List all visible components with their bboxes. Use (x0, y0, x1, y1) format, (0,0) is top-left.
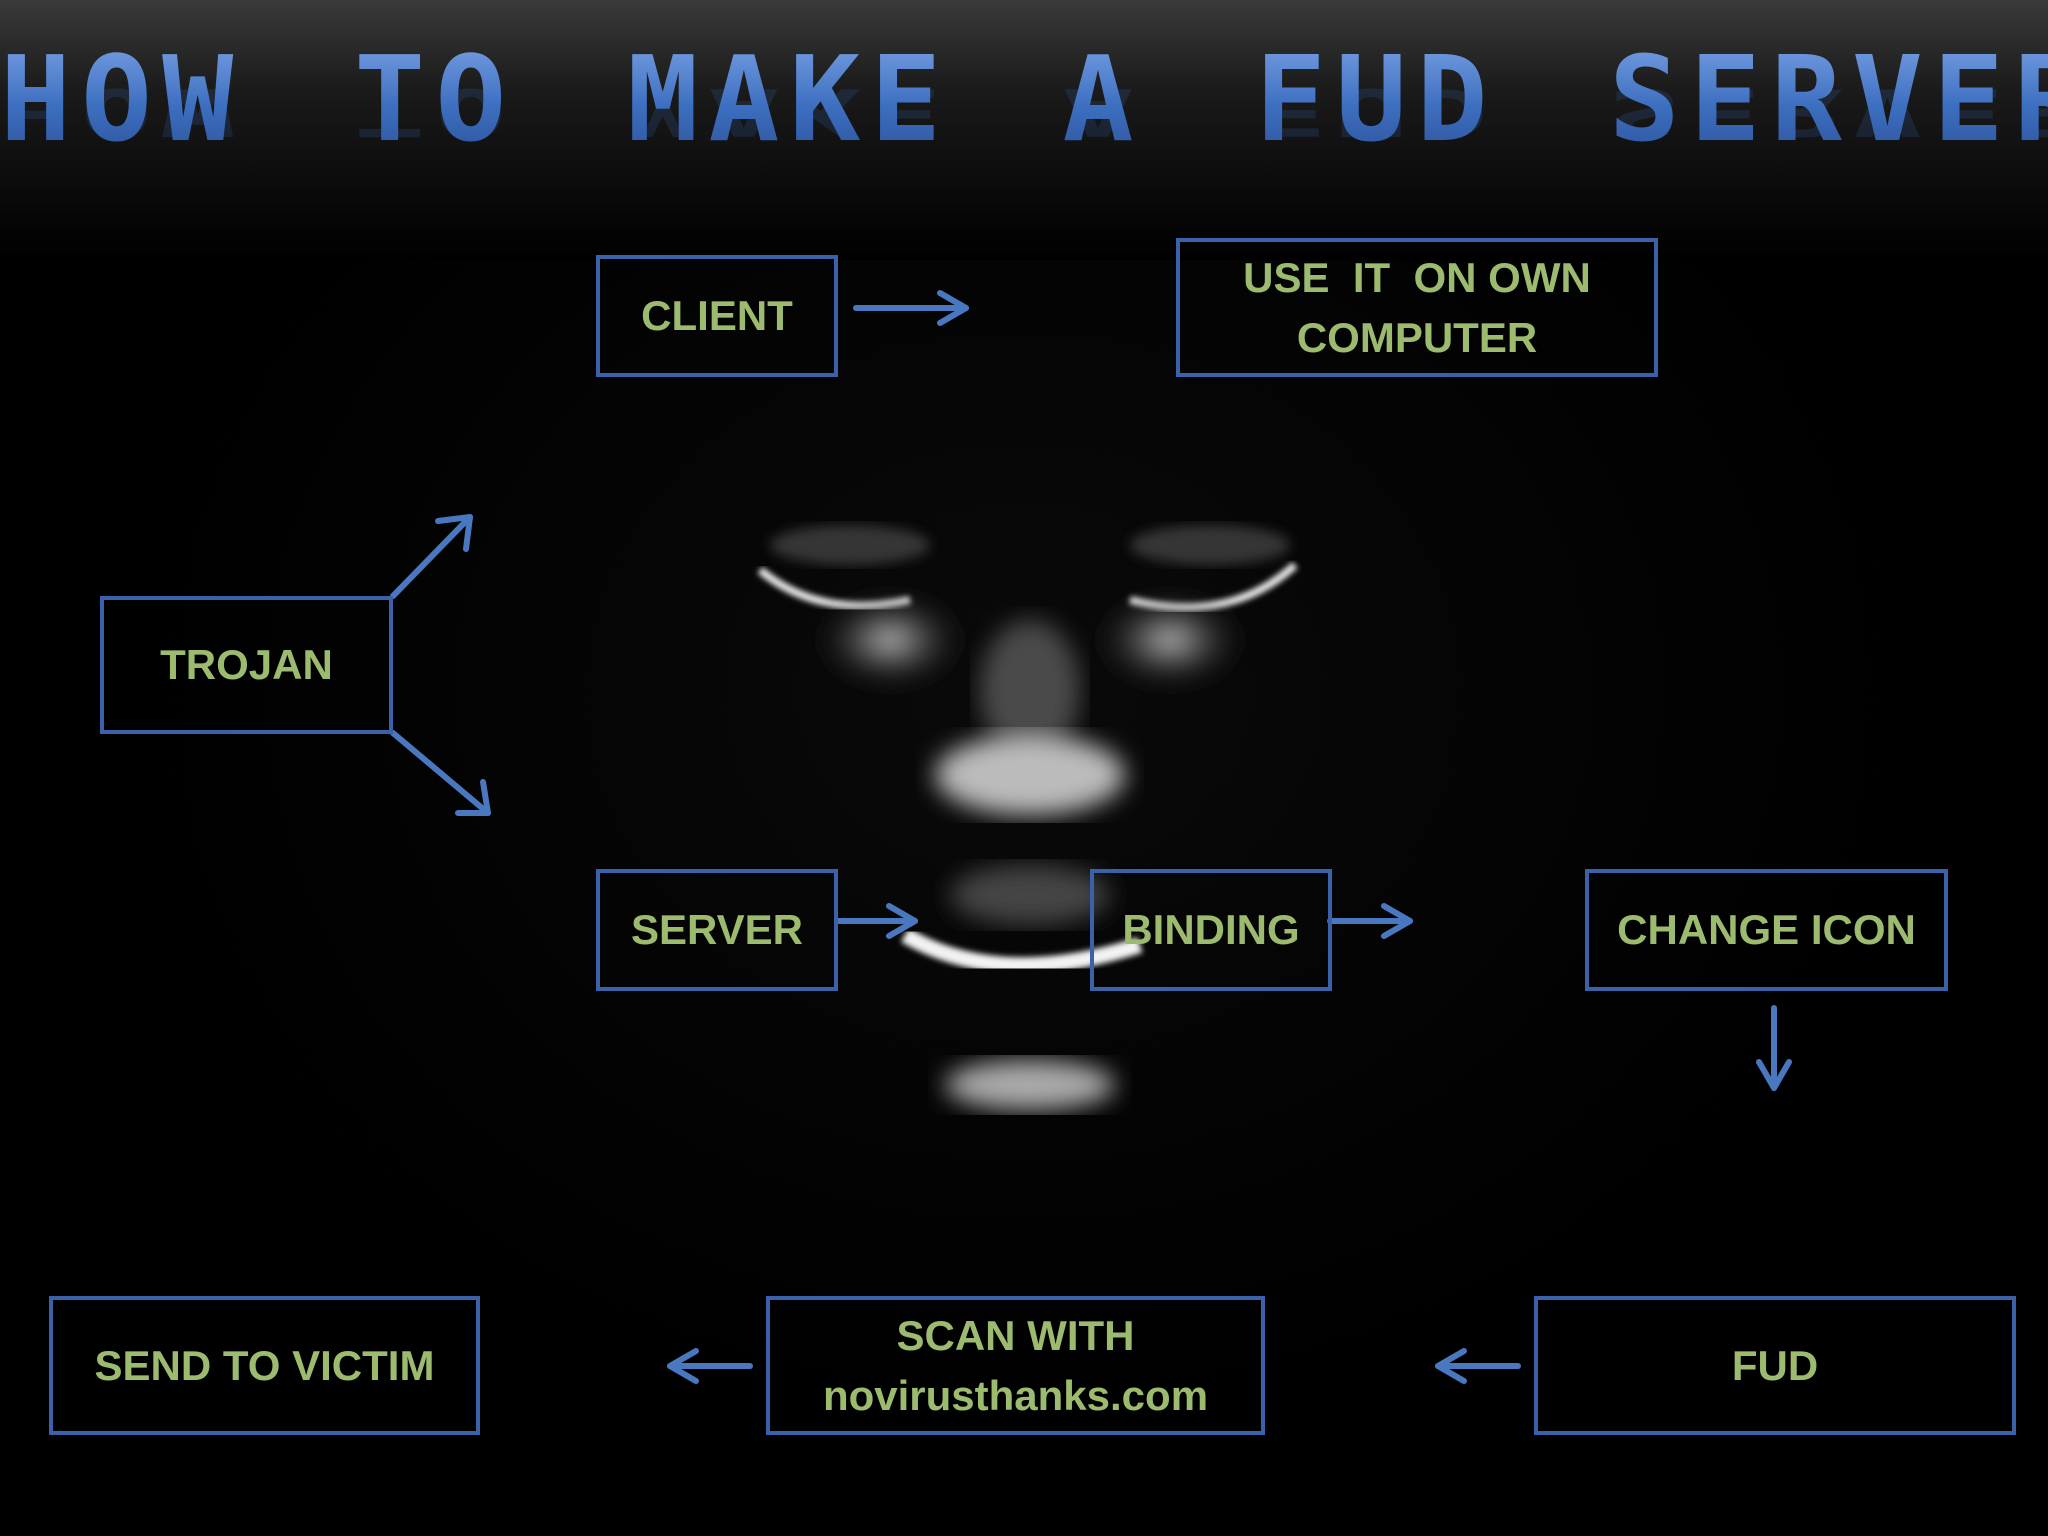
node-binding-label: BINDING (1122, 906, 1300, 953)
node-scan-label-line2: novirusthanks.com (822, 1371, 1209, 1419)
node-trojan: TROJAN (100, 596, 393, 734)
node-use-own-computer: USE IT ON OWN COMPUTER (1176, 238, 1658, 377)
arrow-scan-to-send (667, 1348, 753, 1384)
arrow-server-to-binding (835, 903, 918, 939)
node-use-own-label-line1: USE IT ON OWN (1243, 253, 1591, 301)
node-use-own-label-line2: COMPUTER (1296, 313, 1538, 361)
node-client: CLIENT (596, 255, 838, 377)
node-trojan-label: TROJAN (160, 641, 333, 688)
node-binding: BINDING (1090, 869, 1332, 991)
arrow-trojan-to-server (390, 730, 491, 816)
arrow-fud-to-scan (1435, 1348, 1521, 1384)
node-change-icon: CHANGE ICON (1585, 869, 1948, 991)
node-server: SERVER (596, 869, 838, 991)
node-server-label: SERVER (631, 906, 803, 953)
arrow-change-icon-to-fud (1756, 1005, 1792, 1091)
node-send-label: SEND TO VICTIM (94, 1341, 435, 1389)
arrow-client-to-use-own (853, 290, 969, 326)
node-client-label: CLIENT (641, 292, 793, 339)
node-scan-label-line1: SCAN WITH (896, 1311, 1135, 1359)
arrow-binding-to-change-icon (1327, 903, 1413, 939)
title-background (0, 0, 2048, 260)
node-change-icon-label: CHANGE ICON (1617, 906, 1916, 953)
node-fud: FUD (1534, 1296, 2016, 1435)
node-scan: SCAN WITH novirusthanks.com (766, 1296, 1265, 1435)
arrow-trojan-to-client (390, 514, 473, 599)
page-title: HOW TO MAKE A FUD SERVER (0, 30, 2048, 168)
node-send-to-victim: SEND TO VICTIM (49, 1296, 480, 1435)
node-fud-label: FUD (1731, 1341, 1819, 1389)
